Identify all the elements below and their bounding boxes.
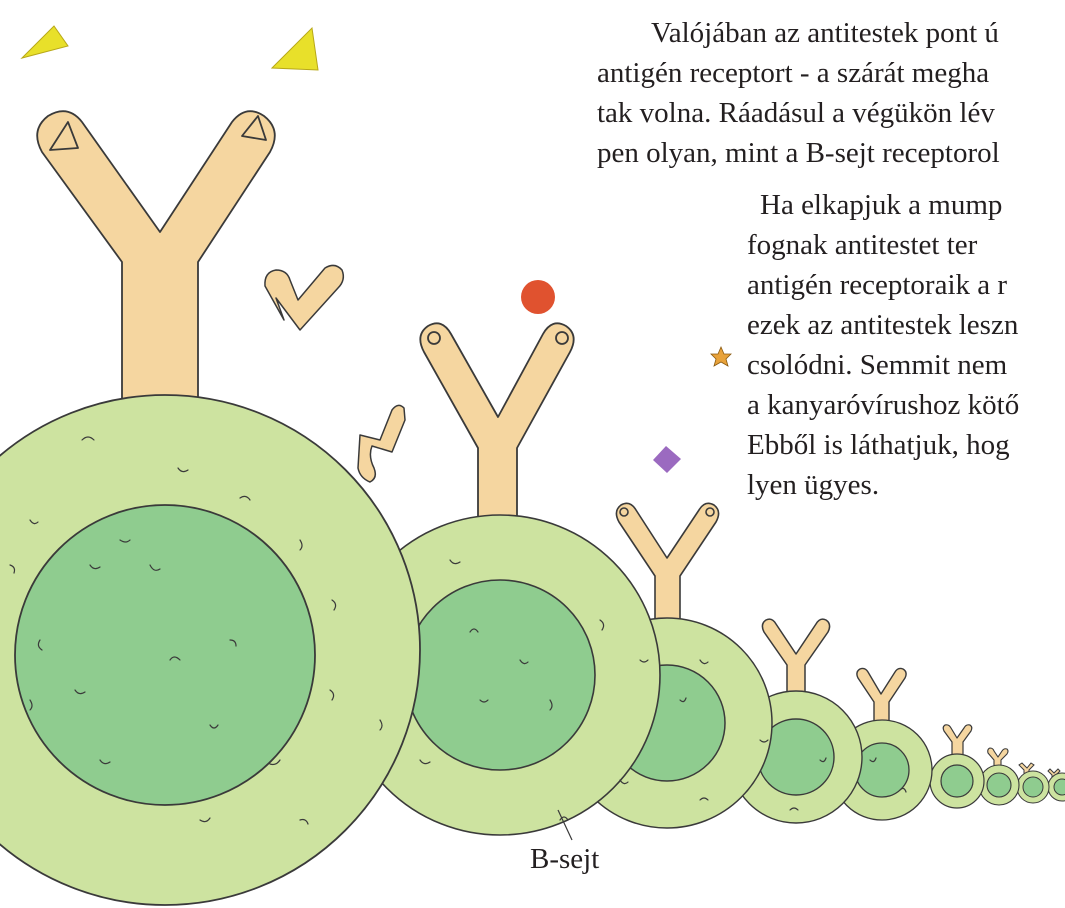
text-line: Valójában az antitestek pont ú bbox=[651, 16, 999, 50]
text-line: antigén receptort - a szárát megha bbox=[597, 56, 989, 90]
text-line: tak volna. Ráadásul a végükön lév bbox=[597, 96, 995, 130]
b-cell-6 bbox=[930, 754, 984, 808]
text-line: antigén receptoraik a r bbox=[747, 268, 1007, 302]
text-line: Ebből is láthatjuk, hog bbox=[747, 428, 1010, 462]
free-antibody-2 bbox=[358, 405, 405, 482]
triangle-antigen-right bbox=[272, 28, 318, 70]
receptor-5 bbox=[857, 668, 906, 728]
star-antigen bbox=[711, 347, 731, 366]
receptor-6 bbox=[943, 725, 972, 757]
text-line: csolódni. Semmit nem bbox=[747, 348, 1007, 382]
receptor-1 bbox=[37, 111, 275, 408]
b-cell-1 bbox=[0, 395, 420, 905]
b-cell-label: B-sejt bbox=[530, 843, 599, 876]
free-antibody-1 bbox=[265, 265, 343, 330]
circle-antigen bbox=[521, 280, 555, 314]
triangle-antigen-left bbox=[22, 26, 68, 58]
text-line: a kanyaróvírushoz kötő bbox=[747, 388, 1019, 422]
text-line: pen olyan, mint a B-sejt receptorol bbox=[597, 136, 1000, 170]
text-line: Ha elkapjuk a mump bbox=[760, 188, 1002, 222]
b-cell-9 bbox=[1048, 773, 1065, 801]
receptor-4 bbox=[762, 619, 829, 695]
text-line: fognak antitestet ter bbox=[747, 228, 977, 262]
text-line: ezek az antitestek leszn bbox=[747, 308, 1018, 342]
text-line: lyen ügyes. bbox=[747, 468, 879, 502]
b-cell-7 bbox=[979, 765, 1019, 805]
receptor-2 bbox=[420, 323, 573, 523]
b-cell-8 bbox=[1017, 771, 1049, 803]
diamond-antigen bbox=[653, 446, 681, 473]
